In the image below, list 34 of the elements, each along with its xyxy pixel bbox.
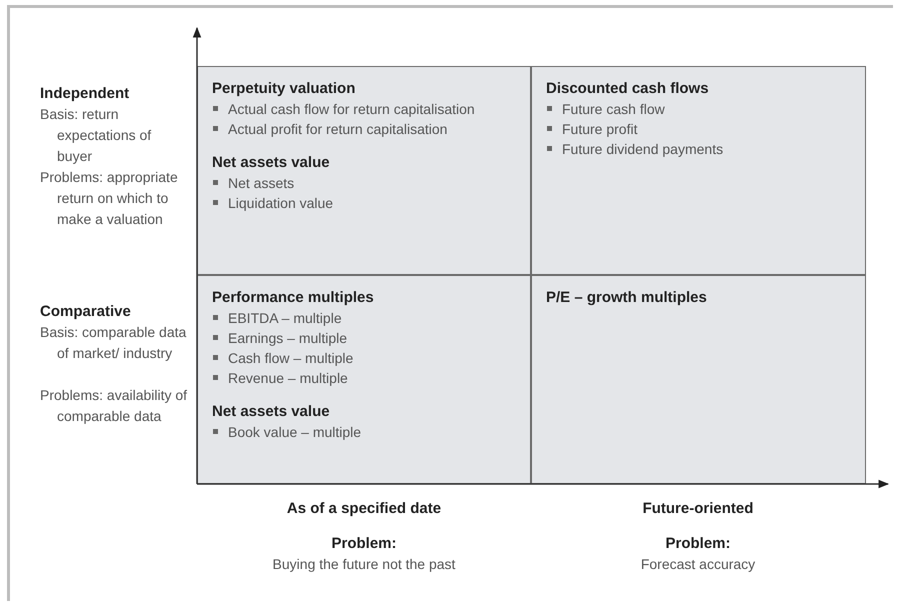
axis-heading: Independent — [40, 84, 130, 104]
bullet-item: Revenue – multiple — [212, 368, 516, 388]
quadrant-heading: P/E – growth multiples — [546, 288, 708, 308]
axis-description: Problems: availability of comparable data — [40, 386, 188, 426]
axis-description: Buying the future not the past — [272, 556, 456, 572]
bullet-item: Book value – multiple — [212, 422, 516, 442]
bullet-item: Net assets — [212, 173, 516, 193]
bullet-item: Future profit — [546, 119, 851, 139]
axis-heading: Problem: — [332, 535, 396, 552]
quadrant-box — [531, 66, 866, 275]
axis-description: Basis: return expectations of buyer — [40, 105, 152, 166]
axis-description: Basis: comparable data of market/ industry — [40, 323, 188, 363]
bullet-item: Future dividend payments — [546, 139, 851, 159]
axis-description: Problems: appropriate return on which to make a valuation — [40, 168, 179, 229]
quadrant-heading: Net assets value — [212, 402, 331, 422]
quadrant-heading: Perpetuity valuation — [212, 79, 356, 99]
quadrant-box — [197, 275, 531, 484]
quadrant-box — [531, 275, 866, 484]
quadrant-heading: Net assets value — [212, 153, 331, 173]
bullet-item: Actual cash flow for return capitalisation — [212, 99, 516, 119]
axis-description: Forecast accuracy — [640, 556, 756, 572]
axis-heading: Future-oriented — [642, 500, 754, 517]
axis-heading: As of a specified date — [286, 500, 442, 517]
axis-heading: Comparative — [40, 302, 131, 322]
bullet-item: Cash flow – multiple — [212, 348, 516, 368]
axis-heading: Problem: — [666, 535, 730, 552]
bullet-item: EBITDA – multiple — [212, 308, 516, 328]
bullet-item: Liquidation value — [212, 193, 516, 213]
quadrant-box — [197, 66, 531, 275]
bullet-item: Future cash flow — [546, 99, 851, 119]
quadrant-heading: Performance multiples — [212, 288, 375, 308]
bullet-item: Earnings – multiple — [212, 328, 516, 348]
quadrant-heading: Discounted cash flows — [546, 79, 710, 99]
bullet-item: Actual profit for return capitalisation — [212, 119, 516, 139]
